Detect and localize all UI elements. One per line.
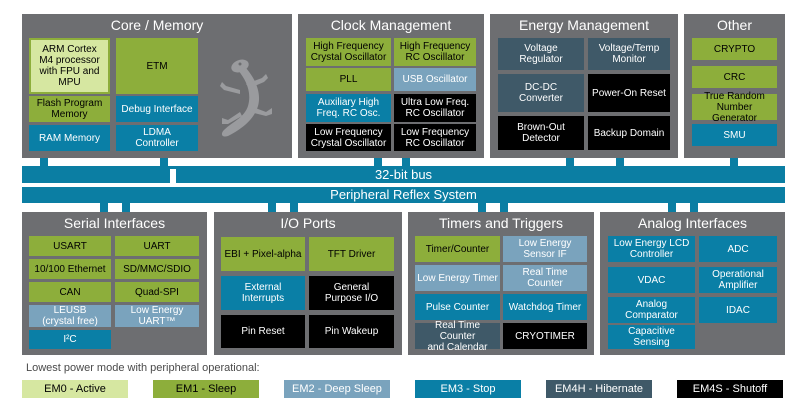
bus-connector	[616, 158, 624, 166]
serial-interfaces-title: Serial Interfaces	[63, 215, 166, 231]
legend-em4h: EM4H - Hibernate	[546, 380, 652, 398]
legend-heading: Lowest power mode with peripheral operat…	[26, 362, 260, 374]
lfrco-block: Low Frequency RC Oscillator	[394, 124, 476, 151]
pin-wakeup-block: Pin Wakeup	[309, 315, 394, 348]
rtcc-block: Real Time Counter and Calendar	[415, 320, 500, 353]
usb-oscillator-block: USB Oscillator	[394, 68, 476, 91]
clock-management-title: Clock Management	[330, 17, 452, 33]
ulfrco-block: Ultra Low Freq. RC Oscillator	[394, 94, 476, 122]
letimer-block: Low Energy Timer	[415, 265, 500, 291]
other-title: Other	[716, 17, 752, 33]
bus-connector	[730, 158, 738, 166]
ram-block: RAM Memory	[29, 125, 110, 151]
leuart-block: Low Energy UART™	[115, 305, 199, 327]
bus-gap	[170, 169, 176, 187]
bus-connector	[374, 158, 382, 166]
legend-em3: EM3 - Stop	[415, 380, 521, 398]
hfxo-block: High Frequency Crystal Oscillator	[306, 38, 391, 66]
can-block: CAN	[29, 282, 111, 302]
bus-connector	[268, 203, 276, 212]
analog-interfaces-title: Analog Interfaces	[638, 215, 747, 231]
rtc-block: Real Time Counter	[503, 265, 587, 291]
dcdc-block: DC-DC Converter	[498, 74, 584, 112]
ldma-block: LDMA Controller	[116, 125, 198, 151]
bus-connector	[478, 203, 486, 212]
flash-block: Flash Program Memory	[29, 96, 110, 122]
crypto-block: CRYPTO	[692, 38, 777, 60]
watchdog-block: Watchdog Timer	[503, 294, 587, 320]
gpio-block: General Purpose I/O	[309, 276, 394, 310]
sdio-block: SD/MMC/SDIO	[115, 259, 199, 279]
i2c-block: I²C	[29, 330, 111, 349]
main-bus-label: 32-bit bus	[374, 167, 433, 182]
bus-connector	[122, 203, 130, 212]
legend-em1: EM1 - Sleep	[153, 380, 259, 398]
bus-connector	[100, 203, 108, 212]
ebi-block: EBI + Pixel-alpha	[221, 237, 305, 271]
trng-block: True Random Number Generator	[692, 91, 777, 124]
energy-management-title: Energy Management	[519, 17, 649, 33]
crc-block: CRC	[692, 66, 777, 88]
qspi-block: Quad-SPI	[115, 282, 199, 302]
gecko-icon	[220, 59, 272, 137]
core-memory-title: Core / Memory	[110, 17, 204, 33]
idac-block: IDAC	[699, 297, 777, 323]
csen-block: Capacitive Sensing	[608, 325, 695, 349]
prs-bus: Peripheral Reflex System	[22, 187, 785, 203]
pll-block: PLL	[306, 68, 391, 91]
timers-title: Timers and Triggers	[439, 215, 563, 231]
bus-connector	[40, 158, 48, 166]
lfxo-block: Low Frequency Crystal Oscillator	[306, 124, 391, 151]
tft-block: TFT Driver	[309, 237, 394, 271]
opamp-block: Operational Amplifier	[699, 267, 777, 293]
voltage-regulator-block: Voltage Regulator	[498, 38, 584, 70]
debug-block: Debug Interface	[116, 96, 198, 122]
timer-counter-block: Timer/Counter	[415, 236, 500, 262]
backup-domain-block: Backup Domain	[588, 116, 670, 150]
auxhfrco-block: Auxiliary High Freq. RC Osc.	[306, 94, 391, 122]
vdac-block: VDAC	[608, 267, 695, 293]
hfrco-block: High Frequency RC Oscillator	[394, 38, 476, 66]
cpu-block: ARM Cortex M4 processor with FPU and MPU	[29, 38, 110, 94]
voltage-monitor-block: Voltage/Temp Monitor	[588, 38, 670, 70]
uart-block: UART	[115, 236, 199, 256]
bus-connector	[290, 203, 298, 212]
lesense-block: Low Energy Sensor IF	[503, 236, 587, 262]
bus-connector	[690, 203, 698, 212]
leusb-block: LEUSB (crystal free)	[29, 305, 111, 327]
legend-em2: EM2 - Deep Sleep	[284, 380, 390, 398]
bus-connector	[566, 158, 574, 166]
ethernet-block: 10/100 Ethernet	[29, 259, 111, 279]
io-ports-title: I/O Ports	[280, 215, 336, 231]
pin-reset-block: Pin Reset	[221, 315, 305, 348]
prs-bus-label: Peripheral Reflex System	[330, 187, 477, 202]
bus-connector	[500, 203, 508, 212]
adc-block: ADC	[699, 236, 777, 262]
pulse-counter-block: Pulse Counter	[415, 294, 500, 320]
legend-em0: EM0 - Active	[22, 380, 128, 398]
lcd-block: Low Energy LCD Controller	[608, 236, 695, 262]
usart-block: USART	[29, 236, 111, 256]
cryotimer-block: CRYOTIMER	[503, 323, 587, 349]
bus-connector	[160, 158, 168, 166]
etm-block: ETM	[116, 38, 198, 94]
power-on-reset-block: Power-On Reset	[588, 74, 670, 112]
bus-connector	[668, 203, 676, 212]
brown-out-block: Brown-Out Detector	[498, 116, 584, 150]
external-interrupts-block: External Interrupts	[221, 276, 305, 310]
main-bus: 32-bit bus	[22, 166, 785, 183]
acmp-block: Analog Comparator	[608, 297, 695, 323]
legend-em4s: EM4S - Shutoff	[677, 380, 783, 398]
smu-block: SMU	[692, 124, 777, 146]
bus-connector	[402, 158, 410, 166]
